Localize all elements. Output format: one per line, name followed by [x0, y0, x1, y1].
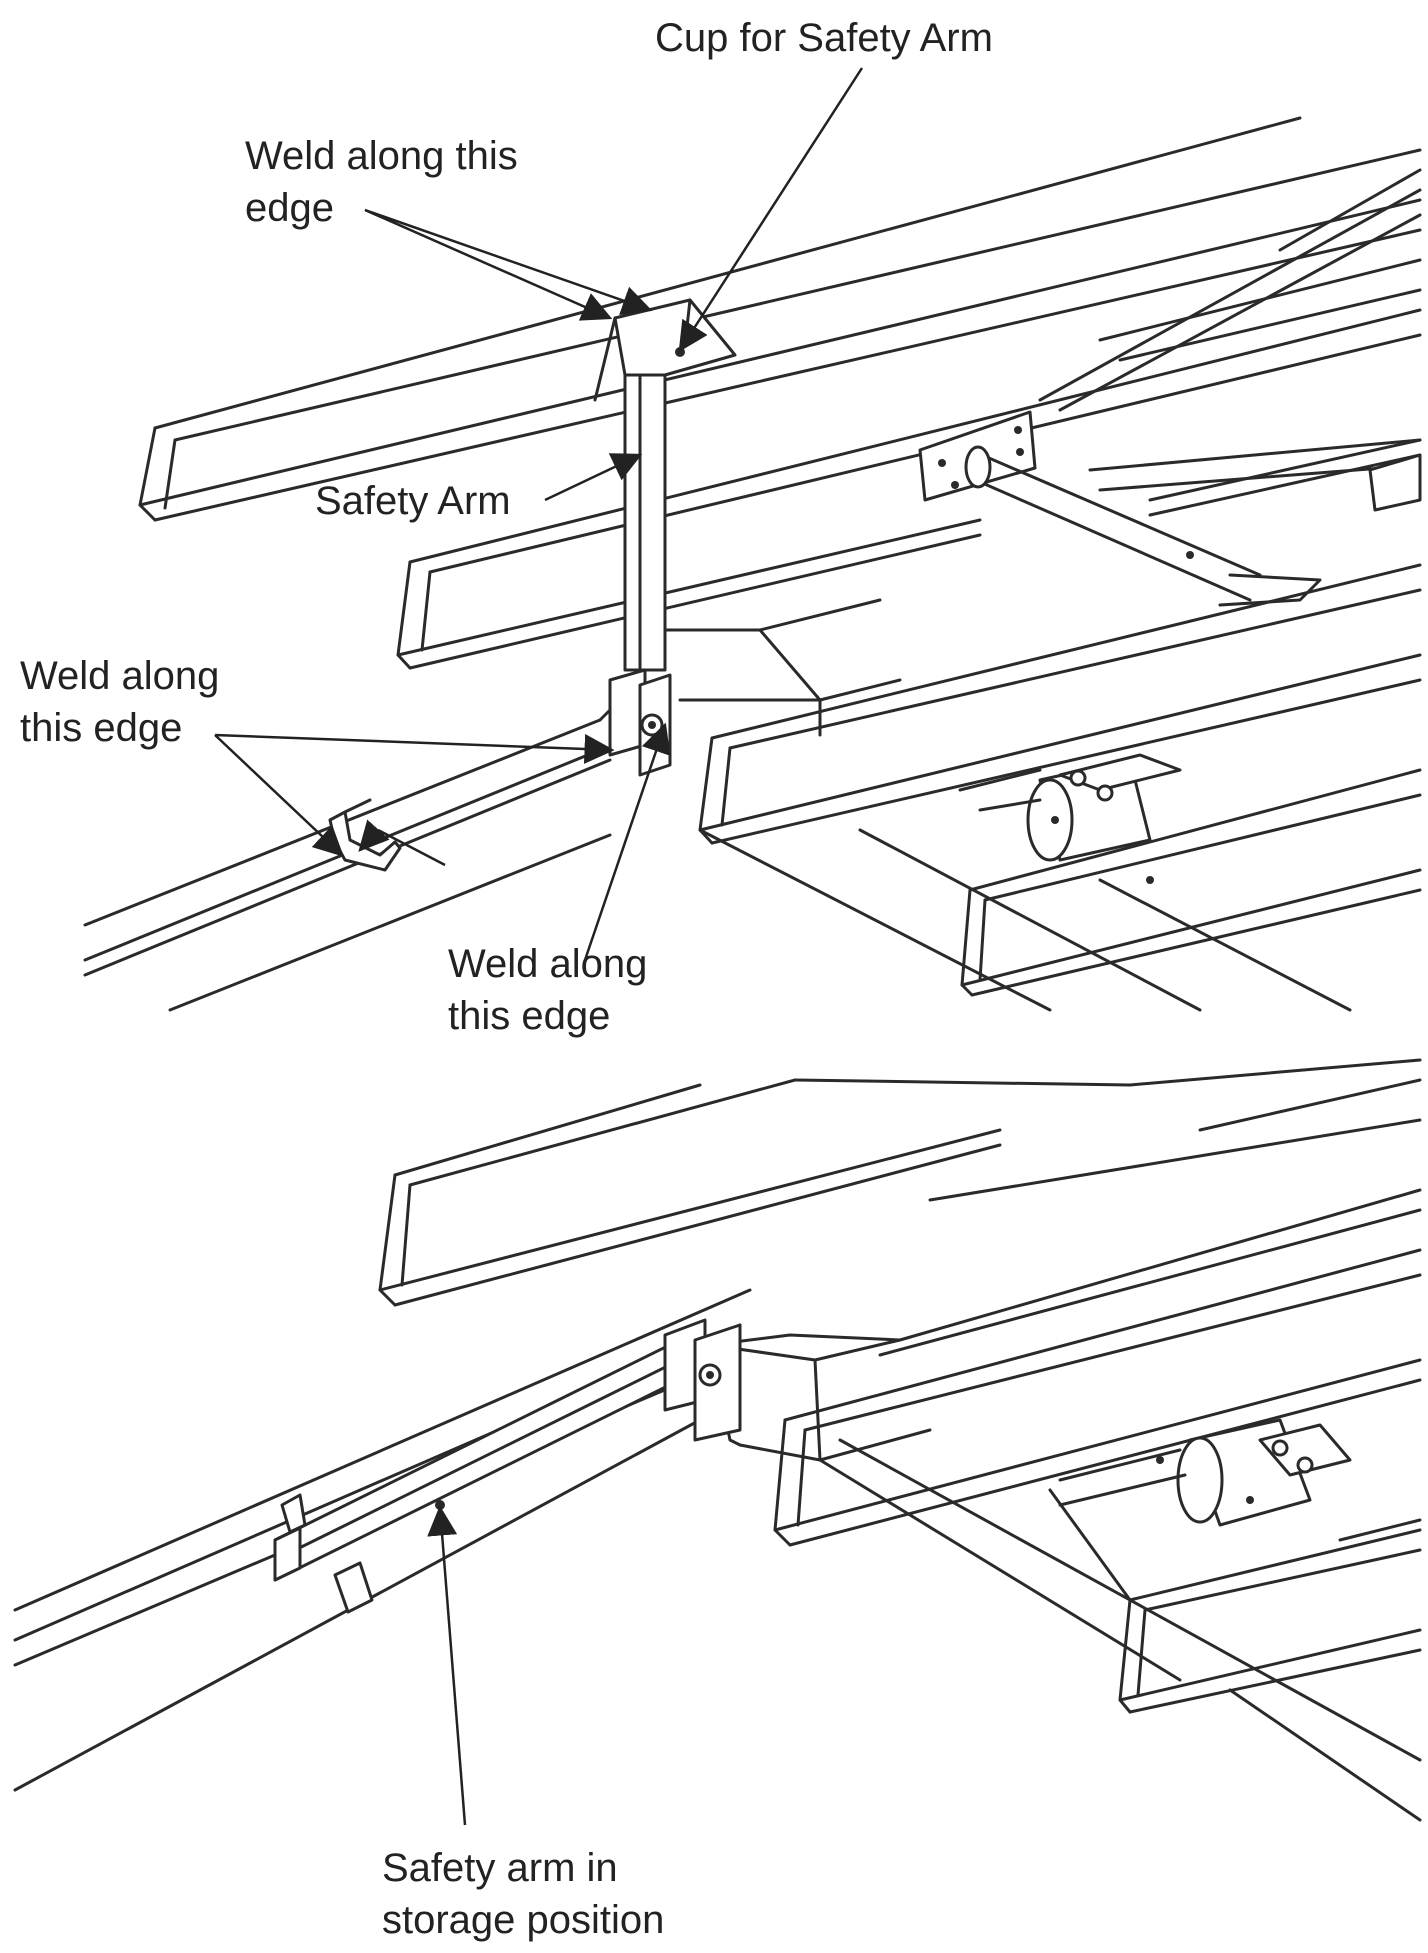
label-weld-left-line2: this edge: [20, 706, 183, 750]
safety-arm-cup: [593, 298, 737, 402]
storage-hook-2: [333, 1561, 374, 1614]
upper-right-rails: [1088, 438, 1422, 512]
storage-beam-box: [708, 1078, 1422, 1462]
storage-lower-channel: [773, 1248, 1422, 1547]
hydraulic-cylinder: [918, 410, 1322, 607]
storage-hook-1: [280, 1493, 307, 1534]
storage-rollers: [1048, 1418, 1422, 1602]
label-storage-line2: storage position: [382, 1898, 665, 1942]
label-weld-left-line1: Weld along: [20, 654, 220, 698]
storage-bottom-right-channel: [1118, 1528, 1422, 1822]
lower-channel: [698, 563, 1422, 845]
arm-base-bracket: [608, 668, 672, 777]
storage-bracket: [663, 1318, 742, 1442]
upper-channel: [138, 116, 1422, 522]
label-weld-top-line2: edge: [245, 186, 334, 230]
leader-lines: [214, 67, 864, 1826]
top-rollers: [958, 753, 1182, 884]
bottom-view: [13, 1058, 1422, 1822]
label-storage-line1: Safety arm in: [382, 1846, 618, 1890]
top-right-braces: [1038, 168, 1422, 412]
base-frame: [638, 598, 1352, 1012]
middle-channel: [396, 308, 1422, 670]
storage-upper-channel: [378, 1058, 1422, 1307]
label-safety-arm: Safety Arm: [315, 479, 511, 523]
label-weld-center-line1: Weld along: [448, 942, 648, 986]
label-weld-top-line1: Weld along this: [245, 134, 518, 178]
top-view: [83, 116, 1422, 1012]
label-weld-center-line2: this edge: [448, 994, 611, 1038]
safety-arm-tube: [623, 373, 667, 672]
label-cup-for-safety-arm: Cup for Safety Arm: [655, 16, 993, 60]
